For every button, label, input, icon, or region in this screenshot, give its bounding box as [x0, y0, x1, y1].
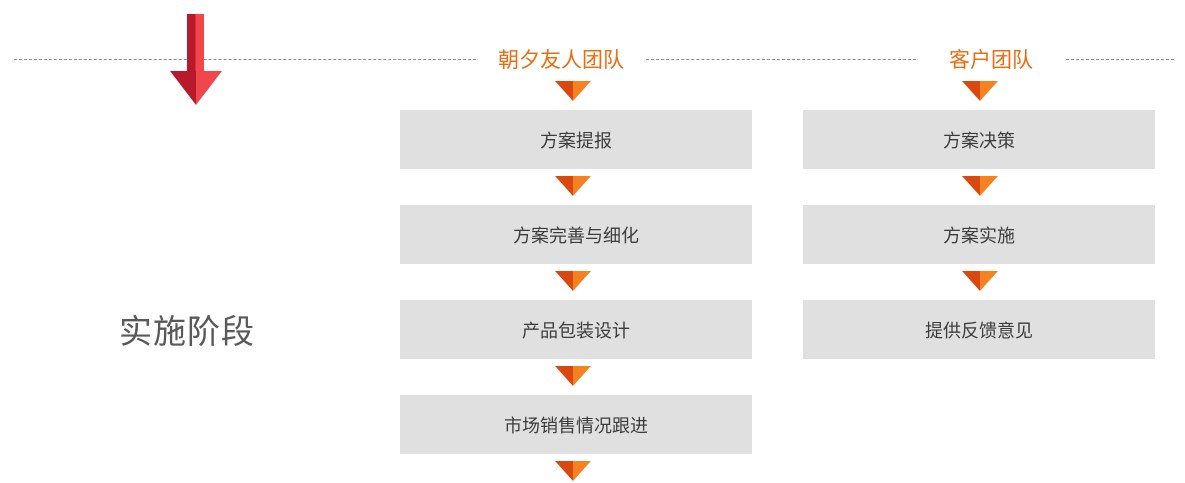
- step-box: 提供反馈意见: [803, 300, 1155, 359]
- step-box: 产品包装设计: [400, 300, 752, 359]
- stage-label: 实施阶段: [119, 312, 255, 351]
- flow-arrow-icon: [962, 271, 998, 291]
- flow-arrow-icon: [555, 81, 591, 101]
- step-box: 方案提报: [400, 110, 752, 169]
- timeline-divider: [1066, 59, 1174, 60]
- step-box: 方案实施: [803, 205, 1155, 264]
- flow-arrow-icon: [962, 176, 998, 196]
- step-box: 方案完善与细化: [400, 205, 752, 264]
- flow-arrow-icon: [555, 176, 591, 196]
- flow-arrow-icon: [555, 366, 591, 386]
- flow-arrow-icon: [555, 461, 591, 481]
- timeline-divider: [14, 59, 476, 60]
- step-box: 方案决策: [803, 110, 1155, 169]
- flow-arrow-icon: [962, 81, 998, 101]
- arrow-down-icon: [170, 14, 222, 105]
- timeline-divider: [646, 59, 916, 60]
- column-title-client-team: 客户团队: [949, 48, 1033, 72]
- column-title-our-team: 朝夕友人团队: [498, 48, 624, 72]
- step-box: 市场销售情况跟进: [400, 395, 752, 454]
- flow-arrow-icon: [555, 271, 591, 291]
